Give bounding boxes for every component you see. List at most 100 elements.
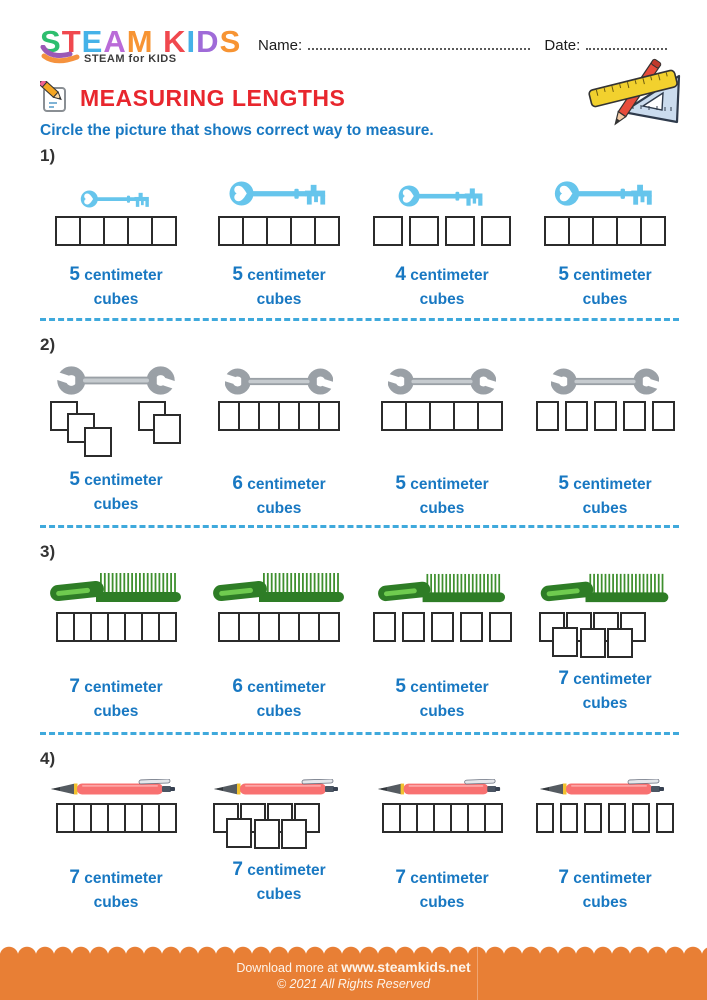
- unit-word: centimeter: [573, 870, 652, 887]
- centimeter-cube: [560, 803, 578, 833]
- cubes-word: cubes: [582, 694, 628, 712]
- centimeter-cube: [580, 628, 606, 658]
- dashed-divider: [40, 525, 679, 528]
- key-icon: [80, 190, 149, 208]
- unit-word: centimeter: [84, 472, 163, 489]
- centimeter-cube: [318, 401, 340, 431]
- footer-site-link[interactable]: www.steamkids.net: [341, 959, 471, 975]
- pen-image: [529, 773, 681, 799]
- centimeter-cube: [157, 803, 177, 833]
- wrench-image: [203, 359, 355, 397]
- logo-letter: S: [219, 24, 242, 59]
- steam-kids-logo: STEAM KIDS STEAM for KIDS: [40, 26, 258, 65]
- centimeter-cube: [298, 401, 320, 431]
- wrench-image: [40, 359, 192, 397]
- cubes-word: cubes: [419, 893, 465, 911]
- centimeter-cube: [584, 803, 602, 833]
- centimeter-cube: [294, 803, 320, 833]
- cubes-diagram: [372, 612, 512, 664]
- centimeter-cube: [290, 216, 316, 246]
- centimeter-cube: [151, 216, 177, 246]
- cubes-word: cubes: [582, 290, 628, 308]
- cubes-word: cubes: [419, 290, 465, 308]
- centimeter-cube: [656, 803, 674, 833]
- cubes-diagram: [381, 401, 503, 461]
- wrench-icon: [57, 366, 175, 395]
- wrench-image: [529, 359, 681, 397]
- key-image: [40, 170, 192, 212]
- centimeter-cube: [536, 803, 554, 833]
- cube-count: 5: [69, 264, 80, 285]
- centimeter-cube: [314, 216, 340, 246]
- date-input-line[interactable]: [586, 36, 667, 50]
- logo-letter: T: [61, 24, 82, 59]
- key-image: [366, 170, 518, 212]
- centimeter-cube: [544, 216, 570, 246]
- cube-count: 7: [395, 867, 406, 888]
- name-label: Name:: [258, 37, 303, 54]
- logo-wordmark: STEAM KIDS: [40, 26, 258, 57]
- pen-icon: [214, 779, 338, 795]
- cubes-diagram: [539, 612, 671, 658]
- centimeter-cube: [258, 401, 280, 431]
- centimeter-cube: [238, 612, 260, 642]
- logo-letter: A: [103, 24, 127, 59]
- question-number: 4): [40, 749, 56, 768]
- centimeter-cube: [238, 401, 260, 431]
- logo-swoosh-icon: [40, 45, 80, 64]
- logo-letter: K: [163, 24, 187, 59]
- cube-count: 4: [395, 264, 406, 285]
- cubes-word: cubes: [256, 290, 302, 308]
- name-input-line[interactable]: [308, 36, 531, 50]
- key-icon: [554, 181, 652, 206]
- centimeter-cube: [405, 401, 431, 431]
- centimeter-cube: [218, 401, 240, 431]
- comb-icon: [213, 573, 344, 602]
- unit-word: centimeter: [247, 476, 326, 493]
- notepad-pencil-icon: [40, 81, 66, 112]
- comb-icon: [50, 573, 181, 602]
- logo-letter: D: [196, 24, 220, 59]
- pen-icon: [51, 779, 175, 795]
- centimeter-cube: [483, 803, 503, 833]
- cubes-word: cubes: [256, 885, 302, 903]
- unit-word: centimeter: [84, 267, 163, 284]
- centimeter-cube: [445, 216, 475, 246]
- cubes-diagram: [373, 216, 511, 252]
- cube-count: 5: [69, 469, 80, 490]
- centimeter-cube: [568, 216, 594, 246]
- comb-image: [40, 566, 192, 608]
- cubes-word: cubes: [93, 893, 139, 911]
- row4-option3[interactable]: 7 centimeter cubes: [366, 773, 518, 913]
- unit-word: centimeter: [410, 679, 489, 696]
- dashed-divider: [40, 732, 679, 735]
- key-icon: [398, 185, 483, 207]
- unit-word: centimeter: [410, 870, 489, 887]
- unit-word: centimeter: [84, 679, 163, 696]
- centimeter-cube: [640, 216, 666, 246]
- wrench-icon: [551, 368, 659, 395]
- unit-word: centimeter: [247, 862, 326, 879]
